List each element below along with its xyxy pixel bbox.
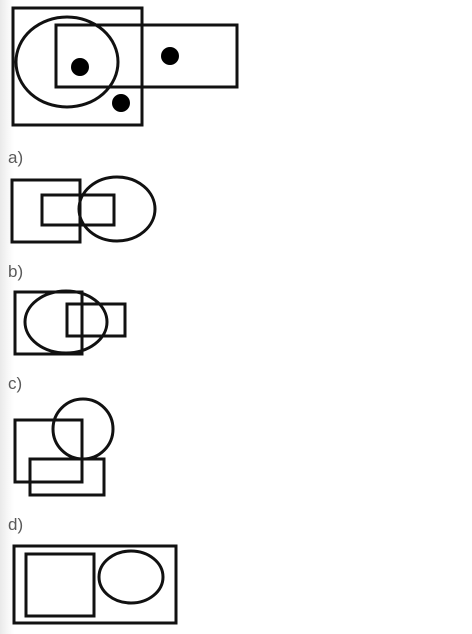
option-b-circle — [23, 289, 109, 355]
question-dot-rectangle — [161, 47, 179, 65]
option-d-inner-square — [24, 552, 96, 618]
option-b-rectangle — [65, 302, 127, 338]
option-a-label: a) — [8, 148, 24, 167]
question-wide-rectangle — [54, 23, 239, 89]
option-d-outer-rectangle — [12, 544, 178, 625]
question-figure-shapes — [11, 6, 239, 127]
option-c-label: c) — [8, 374, 23, 393]
option-b-square — [13, 290, 84, 356]
option-a-circle — [77, 175, 157, 243]
option-c-figure — [13, 397, 115, 497]
option-d-label: d) — [8, 515, 24, 534]
option-b-label: b) — [8, 262, 24, 281]
question-dot-square — [112, 94, 130, 112]
option-c-square — [13, 418, 84, 484]
option-d-circle — [97, 549, 165, 605]
option-d-figure — [12, 544, 178, 625]
page-left-shadow — [0, 0, 14, 634]
option-a-figure — [10, 175, 157, 244]
question-square — [11, 6, 144, 127]
option-b-figure — [13, 289, 127, 356]
question-circle — [14, 15, 120, 109]
option-a-square — [10, 178, 82, 244]
option-a-rectangle — [40, 193, 116, 227]
option-c-rectangle — [28, 457, 106, 497]
question-dot-intersection — [71, 58, 89, 76]
